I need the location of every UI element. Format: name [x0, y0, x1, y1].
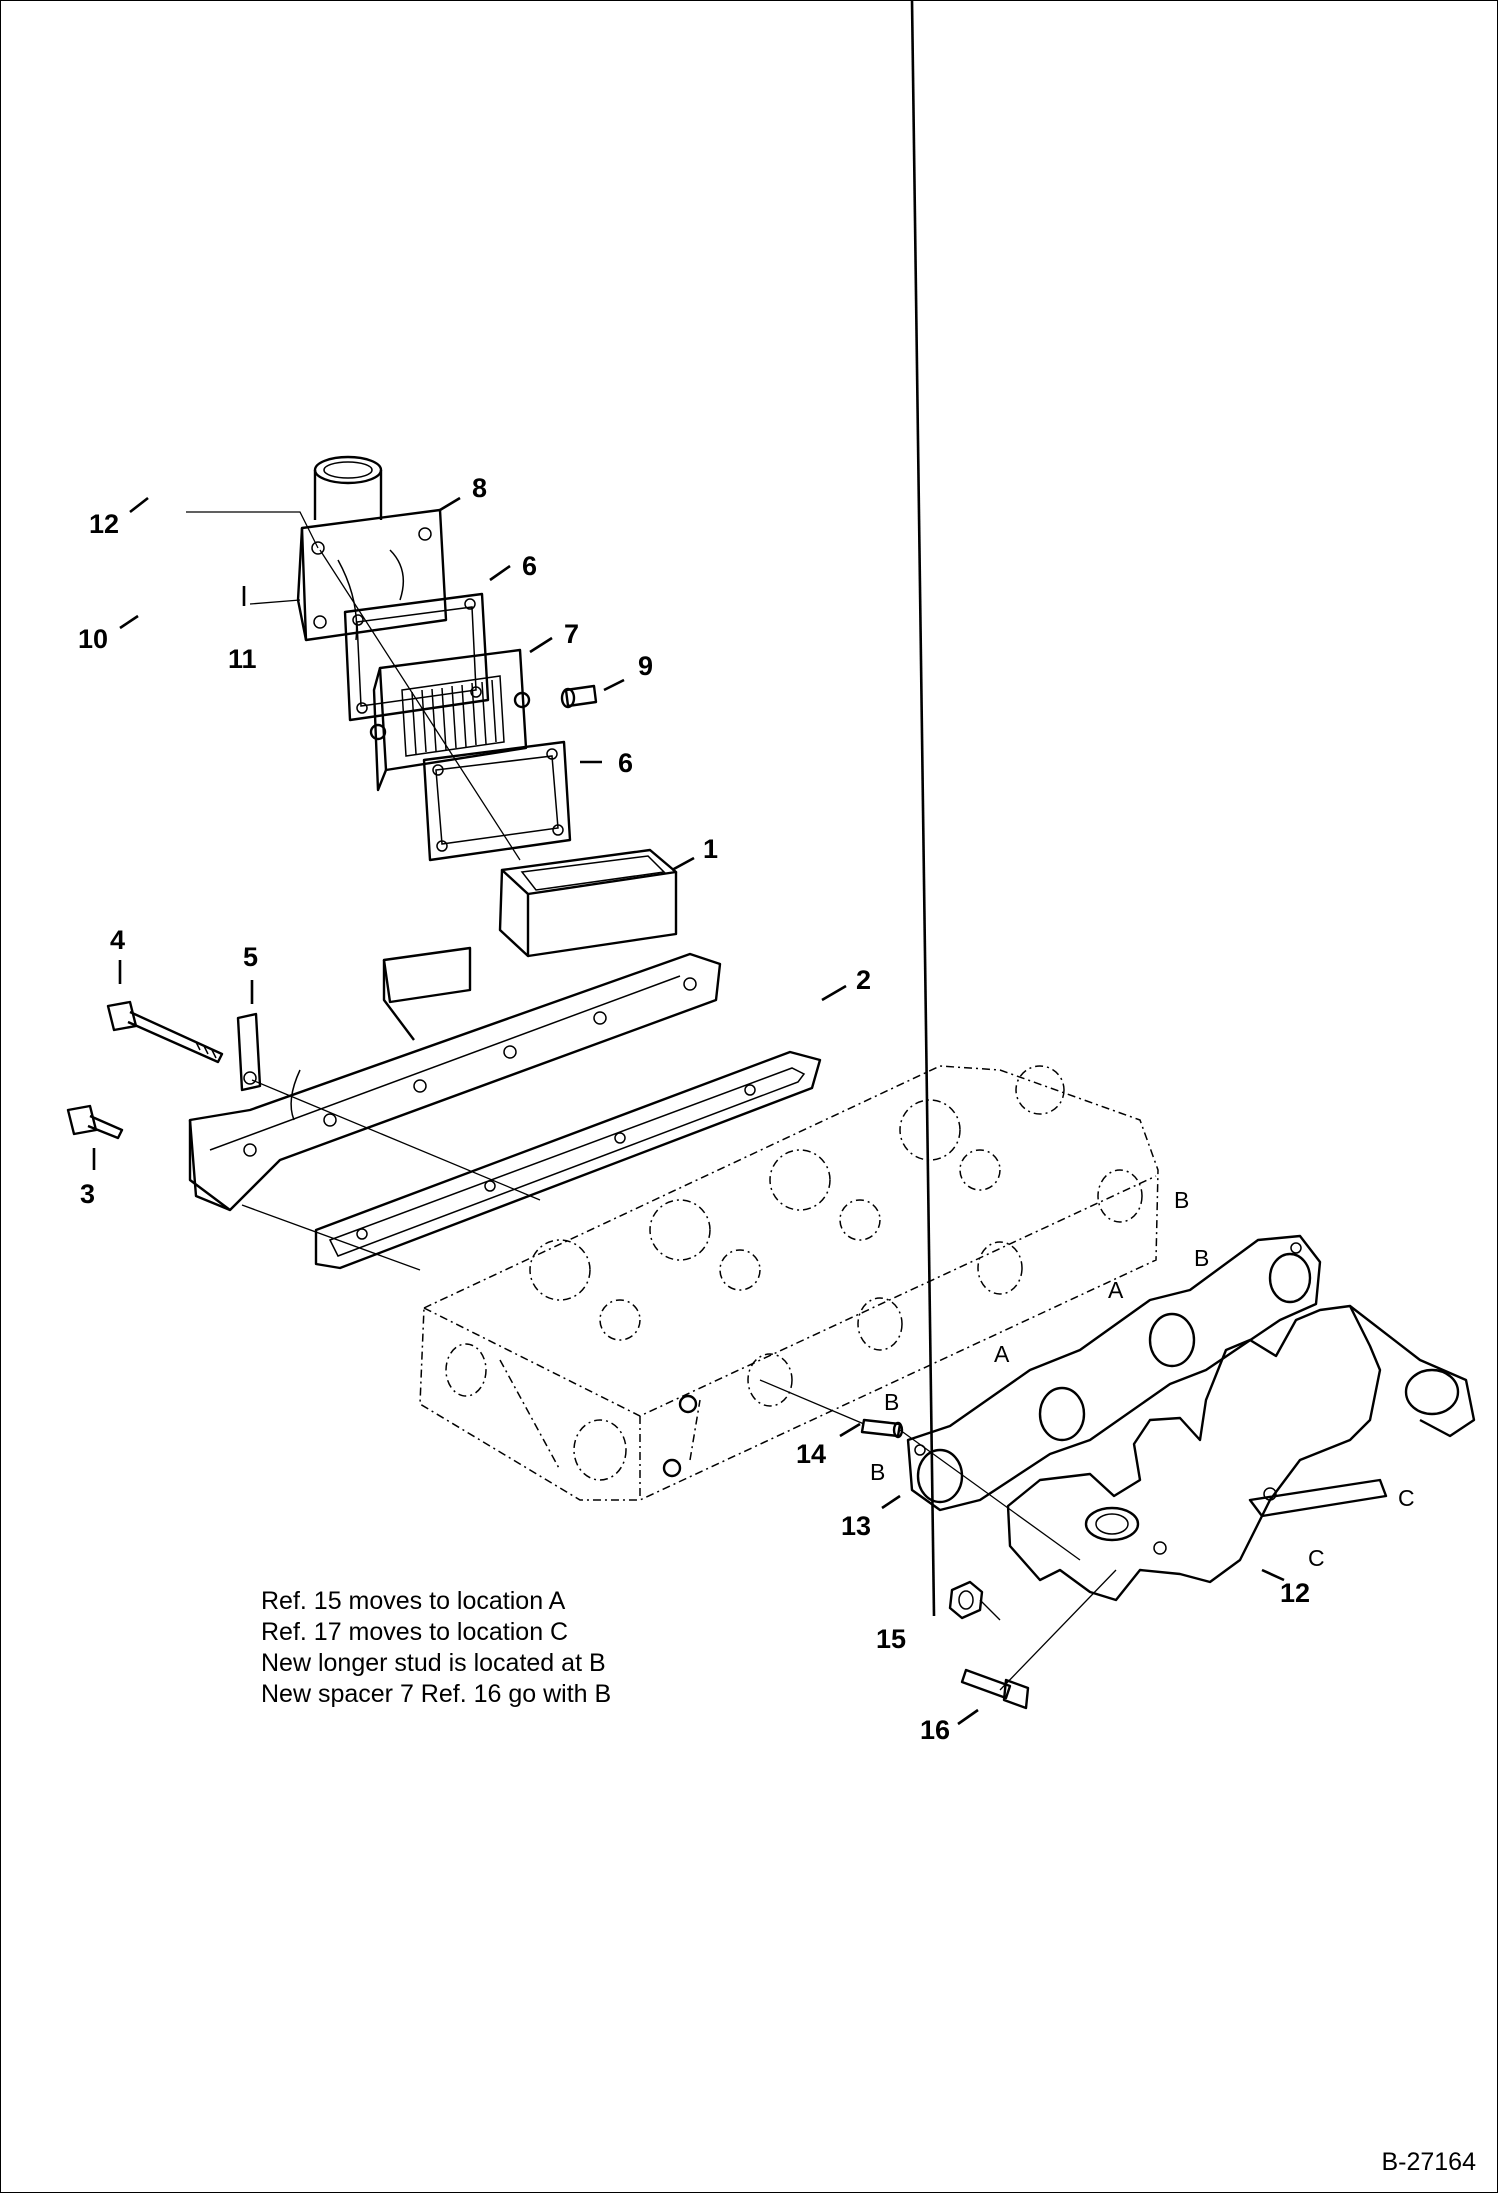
part-3-short-bolt: [66, 1104, 124, 1140]
part-16-nut: [948, 1580, 984, 1620]
callout-16: 15: [876, 1624, 906, 1654]
location-marker-a: A: [1108, 1277, 1124, 1303]
note-line: Ref. 17 moves to location C: [261, 1618, 569, 1646]
leader-lines: [92, 0, 1285, 1726]
part-4-long-bolt: [106, 1000, 224, 1064]
part-14-exhaust-gasket: [906, 1234, 1322, 1512]
part-15-stud: [860, 1418, 904, 1439]
part-13-exhaust-manifold: [1006, 1304, 1476, 1602]
drawing-number: B-27164: [1381, 2148, 1476, 2176]
callout-3: 3: [80, 1179, 95, 1209]
callout-4: 4: [110, 925, 125, 955]
part-6-upper-gasket: [343, 592, 490, 722]
callout-9: 8: [472, 473, 487, 503]
location-marker-b: B: [1194, 1245, 1209, 1271]
intake-manifold: [188, 946, 722, 1212]
part-5-bracket: [236, 1012, 262, 1092]
part-2-manifold-gasket: [314, 1050, 822, 1270]
callout-13: 12: [1280, 1578, 1310, 1608]
callout-12: 12: [89, 509, 119, 539]
revision-notes: Ref. 15 moves to location A Ref. 17 move…: [261, 1586, 611, 1710]
callout-labels: 12 8 6 10 11 7 9 6 1 2 4 5 3 14 13 12 15…: [78, 473, 1310, 1745]
assembly-lines: [186, 511, 1117, 1691]
location-marker-c: C: [1398, 1485, 1415, 1511]
location-marker-c: C: [1308, 1545, 1325, 1571]
note-line: Ref. 15 moves to location A: [261, 1587, 566, 1615]
part-9-elbow: [296, 455, 448, 642]
callout-1: 1: [703, 834, 718, 864]
location-marker-b: B: [884, 1389, 899, 1415]
callout-6-upper: 6: [522, 551, 537, 581]
location-marker-b: B: [1174, 1187, 1189, 1213]
part-1-spacer: [498, 848, 678, 958]
callout-14: 13: [841, 1511, 871, 1541]
callout-7: 7: [564, 619, 579, 649]
callout-17: 16: [920, 1715, 950, 1745]
part-17-bolt: [960, 1668, 1030, 1710]
callout-2: 2: [856, 965, 871, 995]
part-8-terminal-nut: [560, 684, 598, 709]
part-6-lower-gasket: [422, 740, 572, 862]
callout-11: 11: [228, 644, 257, 674]
callout-5: 5: [243, 942, 258, 972]
location-markers: B B A A B B C C: [870, 1187, 1415, 1571]
cylinder-head: [419, 1065, 1159, 1501]
callout-15: 14: [796, 1439, 826, 1469]
note-line: New longer stud is located at B: [261, 1649, 606, 1677]
callout-10: 10: [78, 624, 108, 654]
callout-8: 9: [638, 651, 653, 681]
callout-6-lower: 6: [618, 748, 633, 778]
location-marker-a: A: [994, 1341, 1010, 1367]
location-marker-b: B: [870, 1459, 885, 1485]
note-line: New spacer 7 Ref. 16 go with B: [261, 1680, 612, 1708]
